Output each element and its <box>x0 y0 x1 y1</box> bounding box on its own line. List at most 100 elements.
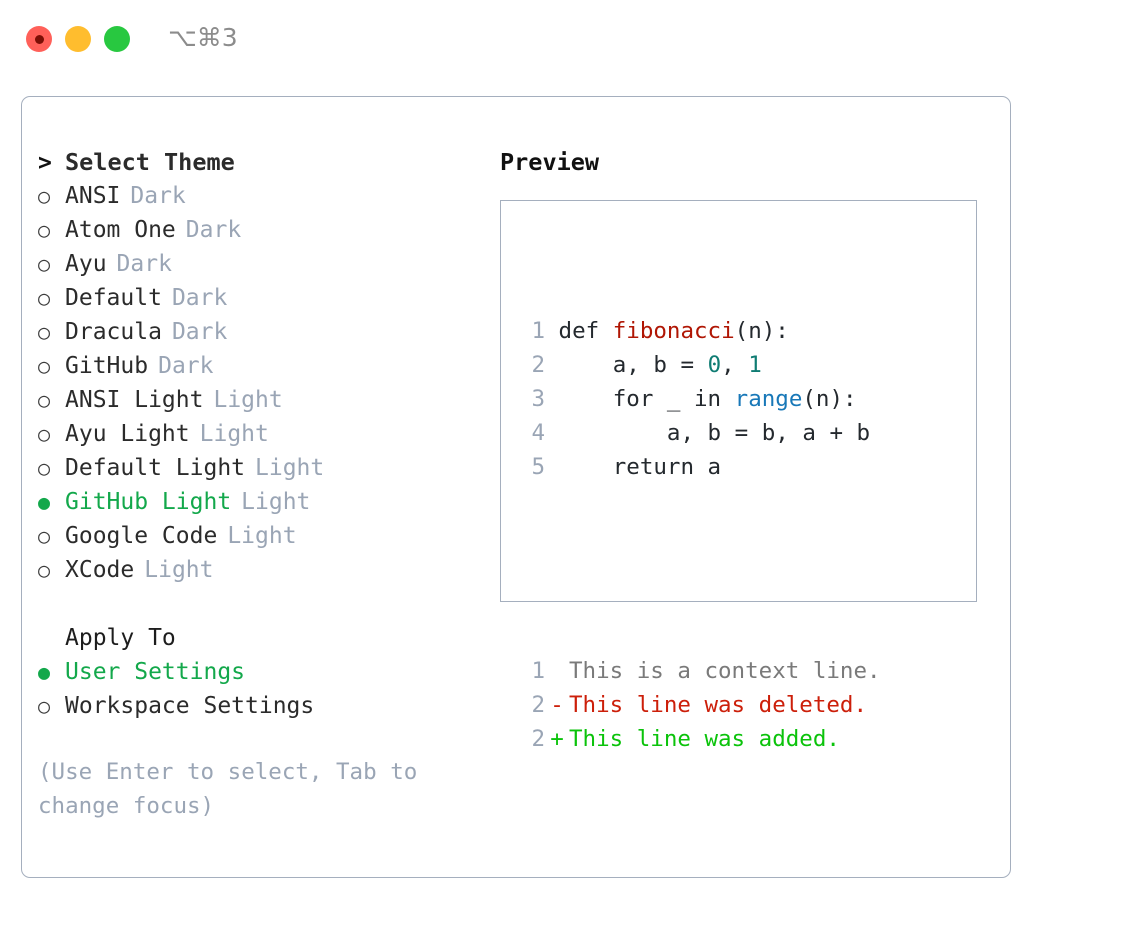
theme-variant-label: Dark <box>158 353 214 379</box>
apply-to-list: ●User Settings ○ Workspace Settings <box>38 655 478 723</box>
theme-list-item[interactable]: ○ GitHub Dark <box>38 349 478 383</box>
theme-list-item[interactable]: ○ Google Code Light <box>38 519 478 553</box>
theme-name: ANSI <box>65 183 121 209</box>
line-number: 4 <box>531 420 545 446</box>
code-token-plain: def <box>558 318 613 344</box>
radio-unselected-icon: ○ <box>38 558 51 582</box>
theme-variant-label: Light <box>199 421 269 447</box>
theme-name: ANSI Light <box>65 387 204 413</box>
theme-variant-label: Light <box>213 387 283 413</box>
close-button[interactable] <box>26 26 52 52</box>
theme-name: XCode <box>65 557 135 583</box>
diff-line-number: 2 <box>531 692 545 718</box>
theme-variant-label: Light <box>144 557 214 583</box>
diff-sign: + <box>550 726 564 752</box>
code-token-plain: for _ in <box>558 386 735 412</box>
keyboard-hint-text: (Use Enter to select, Tab to change focu… <box>38 759 431 819</box>
traffic-light-buttons <box>26 26 130 52</box>
theme-variant-label: Dark <box>185 217 242 243</box>
theme-name: Dracula <box>65 319 162 345</box>
diff-line-number: 1 <box>531 658 545 684</box>
code-token-plain: (n): <box>802 386 857 412</box>
code-line: 2 a, b = 0, 1 <box>521 348 881 382</box>
keyboard-shortcut-label: ⌥⌘3 <box>168 23 238 52</box>
theme-name: GitHub Light <box>65 489 232 515</box>
code-line: 1 def fibonacci(n): <box>521 314 881 348</box>
code-token-plain: return a <box>558 454 722 480</box>
diff-line-added: 2+This line was added. <box>521 722 881 756</box>
diff-text: This line was deleted. <box>569 692 868 718</box>
radio-unselected-icon: ○ <box>38 694 51 718</box>
code-token-builtin: range <box>734 386 803 412</box>
theme-variant-label: Dark <box>171 285 228 311</box>
radio-unselected-icon: ○ <box>38 252 51 276</box>
radio-unselected-icon: ○ <box>38 218 51 242</box>
theme-variant-label: Dark <box>116 251 172 277</box>
radio-unselected-icon: ○ <box>38 524 51 548</box>
diff-text: This line was added. <box>569 726 840 752</box>
code-token-plain: , <box>721 352 749 378</box>
theme-variant-label: Dark <box>130 183 186 209</box>
diff-line-deleted: 2-This line was deleted. <box>521 688 881 722</box>
select-theme-heading: > Select Theme <box>38 145 478 179</box>
theme-variant-label: Light <box>255 455 325 481</box>
line-number: 5 <box>531 454 545 480</box>
theme-name: Ayu <box>65 251 107 277</box>
apply-to-label: User Settings <box>65 659 246 685</box>
radio-unselected-icon: ○ <box>38 184 51 208</box>
list-spacer <box>38 587 478 621</box>
maximize-button[interactable] <box>104 26 130 52</box>
theme-list-item[interactable]: ○ Default Dark <box>38 281 478 315</box>
apply-to-heading: Apply To <box>65 625 176 651</box>
theme-list-item[interactable]: ○ XCode Light <box>38 553 478 587</box>
radio-unselected-icon: ○ <box>38 388 51 412</box>
theme-list-item[interactable]: ○ ANSI Dark <box>38 179 478 213</box>
code-diff-spacer <box>521 552 881 586</box>
theme-name: GitHub <box>65 353 149 379</box>
diff-text: This is a context line. <box>569 658 881 684</box>
radio-unselected-icon: ○ <box>38 286 51 310</box>
diff-line-number: 2 <box>531 726 545 752</box>
chevron-right-icon: > <box>38 150 52 176</box>
code-line: 3 for _ in range(n): <box>521 382 881 416</box>
apply-to-item[interactable]: ●User Settings <box>38 655 478 689</box>
line-number: 2 <box>531 352 545 378</box>
code-line: 5 return a <box>521 450 881 484</box>
radio-unselected-icon: ○ <box>38 422 51 446</box>
code-token-number: 0 <box>707 352 722 378</box>
theme-list-item[interactable]: ○ Ayu Dark <box>38 247 478 281</box>
apply-to-item[interactable]: ○ Workspace Settings <box>38 689 478 723</box>
code-line: 4 a, b = b, a + b <box>521 416 881 450</box>
code-token-number: 1 <box>748 352 762 378</box>
radio-unselected-icon: ○ <box>38 456 51 480</box>
theme-variant-label: Light <box>227 523 297 549</box>
title-bar: ⌥⌘3 <box>0 0 1140 78</box>
line-number: 3 <box>531 386 545 412</box>
theme-name: Google Code <box>65 523 218 549</box>
theme-name: Default <box>65 285 162 311</box>
apply-to-label: Workspace Settings <box>65 693 315 719</box>
radio-selected-icon: ● <box>38 490 51 514</box>
preview-column: Preview 1 def fibonacci(n):2 a, b = 0, 1… <box>500 145 990 752</box>
diff-sign: - <box>550 692 564 718</box>
select-theme-heading-label: Select Theme <box>65 148 235 176</box>
theme-list-item[interactable]: ○ ANSI Light Light <box>38 383 478 417</box>
radio-unselected-icon: ○ <box>38 354 51 378</box>
preview-heading: Preview <box>500 148 600 176</box>
minimize-button[interactable] <box>65 26 91 52</box>
line-number: 1 <box>531 318 545 344</box>
code-token-plain: a, b = b, a + b <box>558 420 871 446</box>
